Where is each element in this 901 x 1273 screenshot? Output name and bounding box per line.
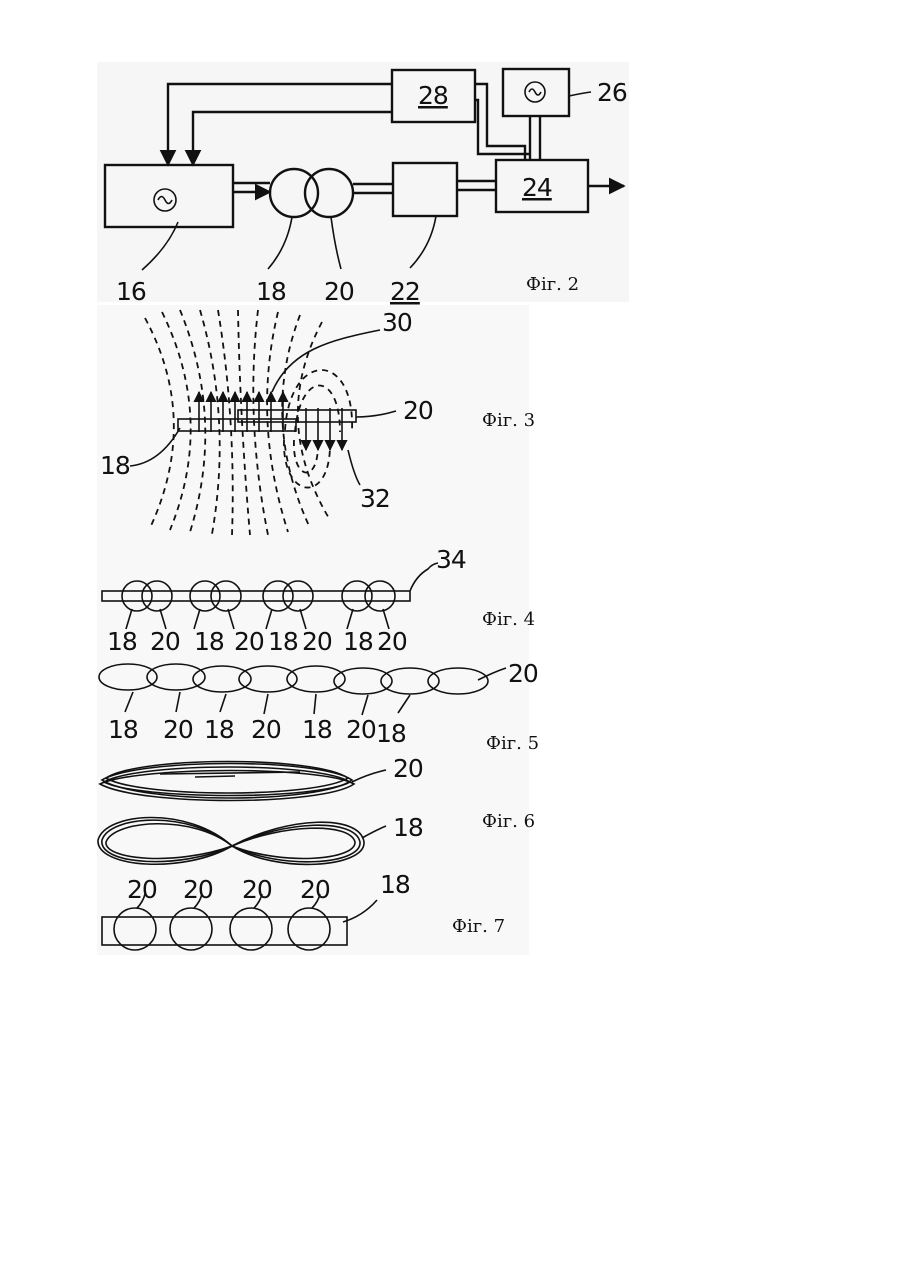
label-20: 20	[324, 277, 354, 306]
label-22: 22	[390, 277, 420, 306]
label-fig4-6: 18	[343, 627, 373, 656]
label-18-fig3: 18	[100, 451, 130, 480]
label-20-fig3: 20	[403, 396, 433, 425]
label-20-fig6: 20	[393, 754, 423, 783]
label-fig5-0: 18	[108, 715, 138, 744]
label-fig5-5: 20	[346, 715, 376, 744]
label-18-fig6: 18	[393, 813, 423, 842]
label-fig7-20-2: 20	[242, 875, 272, 904]
label-fig4-3: 20	[234, 627, 264, 656]
label-fig7-20-0: 20	[127, 875, 157, 904]
label-32: 32	[360, 484, 390, 513]
label-fig5-1: 20	[163, 715, 193, 744]
label-fig5-4: 18	[302, 715, 332, 744]
label-fig5-2: 18	[204, 715, 234, 744]
label-18-fig7: 18	[380, 870, 410, 899]
label-18: 18	[256, 277, 286, 306]
label-fig7-20-3: 20	[300, 875, 330, 904]
caption-fig4: Фiг. 4	[482, 609, 535, 630]
label-fig4-4: 18	[268, 627, 298, 656]
caption-fig3: Фiг. 3	[482, 410, 535, 431]
label-fig4-2: 18	[194, 627, 224, 656]
label-fig4-1: 20	[150, 627, 180, 656]
caption-fig7: Фiг. 7	[452, 916, 505, 937]
label-30: 30	[382, 308, 412, 337]
label-24: 24	[522, 173, 552, 202]
label-fig5-3: 20	[251, 715, 281, 744]
label-fig4-5: 20	[302, 627, 332, 656]
label-28: 28	[418, 81, 448, 110]
caption-fig2: Фiг. 2	[526, 274, 579, 295]
label-fig4-7: 20	[377, 627, 407, 656]
caption-fig6: Фiг. 6	[482, 811, 535, 832]
label-26: 26	[597, 78, 627, 107]
label-16: 16	[116, 277, 146, 306]
caption-fig5: Фiг. 5	[486, 733, 539, 754]
label-fig5-6: 18	[376, 719, 406, 748]
label-fig7-20-1: 20	[183, 875, 213, 904]
label-fig4-0: 18	[107, 627, 137, 656]
label-20-fig5-end: 20	[508, 659, 538, 688]
label-34: 34	[436, 545, 466, 574]
